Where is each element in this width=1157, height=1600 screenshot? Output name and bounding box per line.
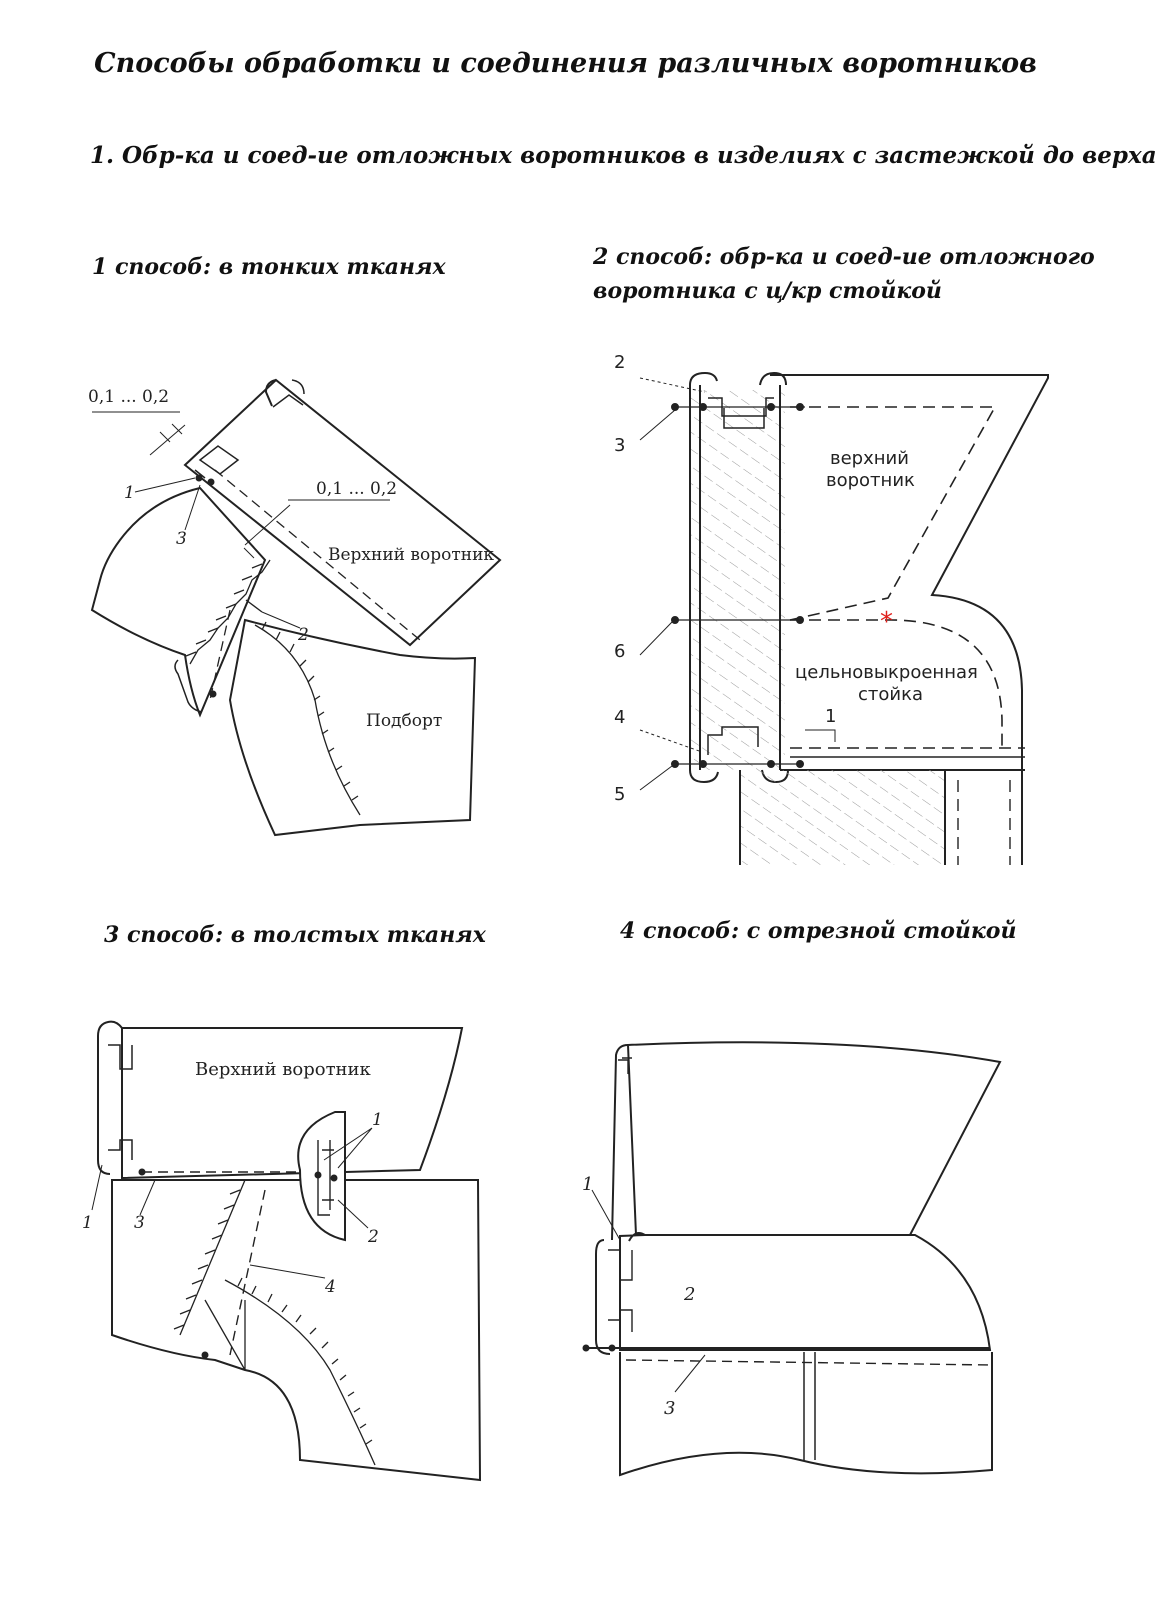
callout-3: 3	[176, 529, 187, 549]
callout-1: 1	[124, 483, 135, 503]
star-mark: *	[880, 607, 893, 637]
method-3-heading: 3 способ: в толстых тканях	[104, 922, 486, 948]
facing-shape	[228, 618, 477, 837]
upper-collar-shape-3	[121, 1027, 464, 1180]
callout-3-1b: 1	[372, 1110, 383, 1130]
method-4-heading: 4 способ: с отрезной стойкой	[620, 918, 1017, 944]
stand-label-b: стойка	[858, 684, 923, 705]
callout-2-5: 5	[614, 784, 625, 805]
technical-drawings: 0,1 ... 0,2 0,1 ... 0,2 Верхний воротник…	[82, 352, 1049, 1482]
dim-label-1: 0,1 ... 0,2	[88, 387, 169, 407]
page-title: Способы обработки и соединения различных…	[94, 48, 1037, 79]
facing-label: Подборт	[366, 711, 442, 731]
stand-label-a: цельновыкроенная	[795, 662, 978, 683]
callout-2-2: 2	[614, 352, 625, 373]
overlock-stitch-right	[254, 621, 361, 816]
upper-collar-label-2b: воротник	[826, 470, 915, 491]
upper-collar-shape-2	[778, 374, 1049, 771]
method-1-heading: 1 способ: в тонких тканях	[92, 254, 446, 280]
dim-label-2: 0,1 ... 0,2	[316, 479, 397, 499]
callout-2-1: 1	[825, 706, 836, 727]
callout-4-2: 2	[683, 1284, 695, 1305]
upper-collar-label: Верхний воротник	[328, 545, 494, 565]
upper-collar-label-2a: верхний	[830, 448, 909, 469]
section-heading: 1. Обр-ка и соед-ие отложных воротников …	[90, 142, 1157, 169]
overlock-stitch-3	[173, 1179, 376, 1466]
callout-3-2: 2	[367, 1227, 379, 1247]
upper-collar-shape	[183, 378, 502, 647]
callout-3-4: 4	[324, 1277, 336, 1297]
method-2-heading: 2 способ: обр-ка и соед-ие отложного вор…	[593, 240, 1095, 308]
drawing-method-1	[90, 378, 502, 837]
upper-collar-shape-4	[626, 1041, 1002, 1236]
callout-3-3: 3	[134, 1213, 145, 1233]
callout-2: 2	[297, 625, 309, 645]
callout-2-3: 3	[614, 435, 625, 456]
upper-collar-label-3: Верхний воротник	[195, 1059, 372, 1080]
drawing-method-4	[582, 1041, 1002, 1477]
callout-4-3: 3	[664, 1398, 675, 1419]
method-2-heading-line1: 2 способ: обр-ка и соед-ие отложного	[593, 244, 1095, 270]
callout-2-6: 6	[614, 641, 625, 662]
callout-3-1a: 1	[82, 1213, 93, 1233]
overlock-stitch-left	[185, 559, 271, 665]
drawing-method-3	[91, 1020, 482, 1482]
callout-2-4: 4	[614, 707, 625, 728]
shelf-piece	[90, 486, 267, 718]
method-2-heading-line2: воротника с ц/кр стойкой	[593, 278, 942, 304]
callout-4-1: 1	[582, 1174, 593, 1195]
stand-shape-4	[619, 1234, 992, 1351]
drawing-method-2	[639, 371, 1049, 865]
